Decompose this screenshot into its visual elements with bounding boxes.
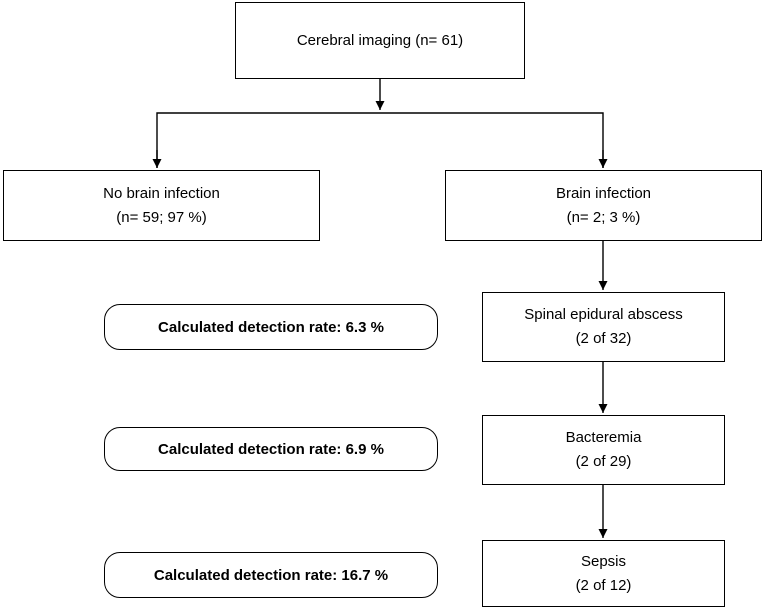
- sepsis-box: Sepsis (2 of 12): [482, 540, 725, 607]
- no-brain-infection-detail: (n= 59; 97 %): [116, 208, 207, 226]
- spinal-epidural-abscess-box: Spinal epidural abscess (2 of 32): [482, 292, 725, 362]
- no-brain-infection-title: No brain infection: [103, 184, 220, 202]
- detection-rate-bacteremia-text: Calculated detection rate: 6.9 %: [158, 440, 384, 458]
- brain-infection-title: Brain infection: [555, 184, 652, 202]
- split-connector: [156, 112, 604, 168]
- bacteremia-title: Bacteremia: [565, 429, 642, 446]
- detection-rate-sepsis: Calculated detection rate: 16.7 %: [104, 552, 438, 598]
- cerebral-imaging-label: Cerebral imaging (n= 61): [296, 31, 464, 49]
- bacteremia-detail: (2 of 29): [575, 453, 632, 470]
- detection-rate-bacteremia: Calculated detection rate: 6.9 %: [104, 427, 438, 471]
- sepsis-title: Sepsis: [580, 552, 627, 570]
- detection-rate-abscess-text: Calculated detection rate: 6.3 %: [158, 318, 384, 336]
- detection-rate-sepsis-text: Calculated detection rate: 16.7 %: [153, 566, 389, 584]
- detection-rate-abscess: Calculated detection rate: 6.3 %: [104, 304, 438, 350]
- spinal-epidural-abscess-title: Spinal epidural abscess: [524, 306, 683, 323]
- bacteremia-box: Bacteremia (2 of 29): [482, 415, 725, 485]
- no-brain-infection-box: No brain infection (n= 59; 97 %): [3, 170, 320, 241]
- brain-infection-detail: (n= 2; 3 %): [566, 208, 641, 226]
- spinal-epidural-abscess-detail: (2 of 32): [575, 330, 632, 347]
- cerebral-imaging-box: Cerebral imaging (n= 61): [235, 2, 525, 79]
- brain-infection-box: Brain infection (n= 2; 3 %): [445, 170, 762, 241]
- sepsis-detail: (2 of 12): [575, 576, 632, 594]
